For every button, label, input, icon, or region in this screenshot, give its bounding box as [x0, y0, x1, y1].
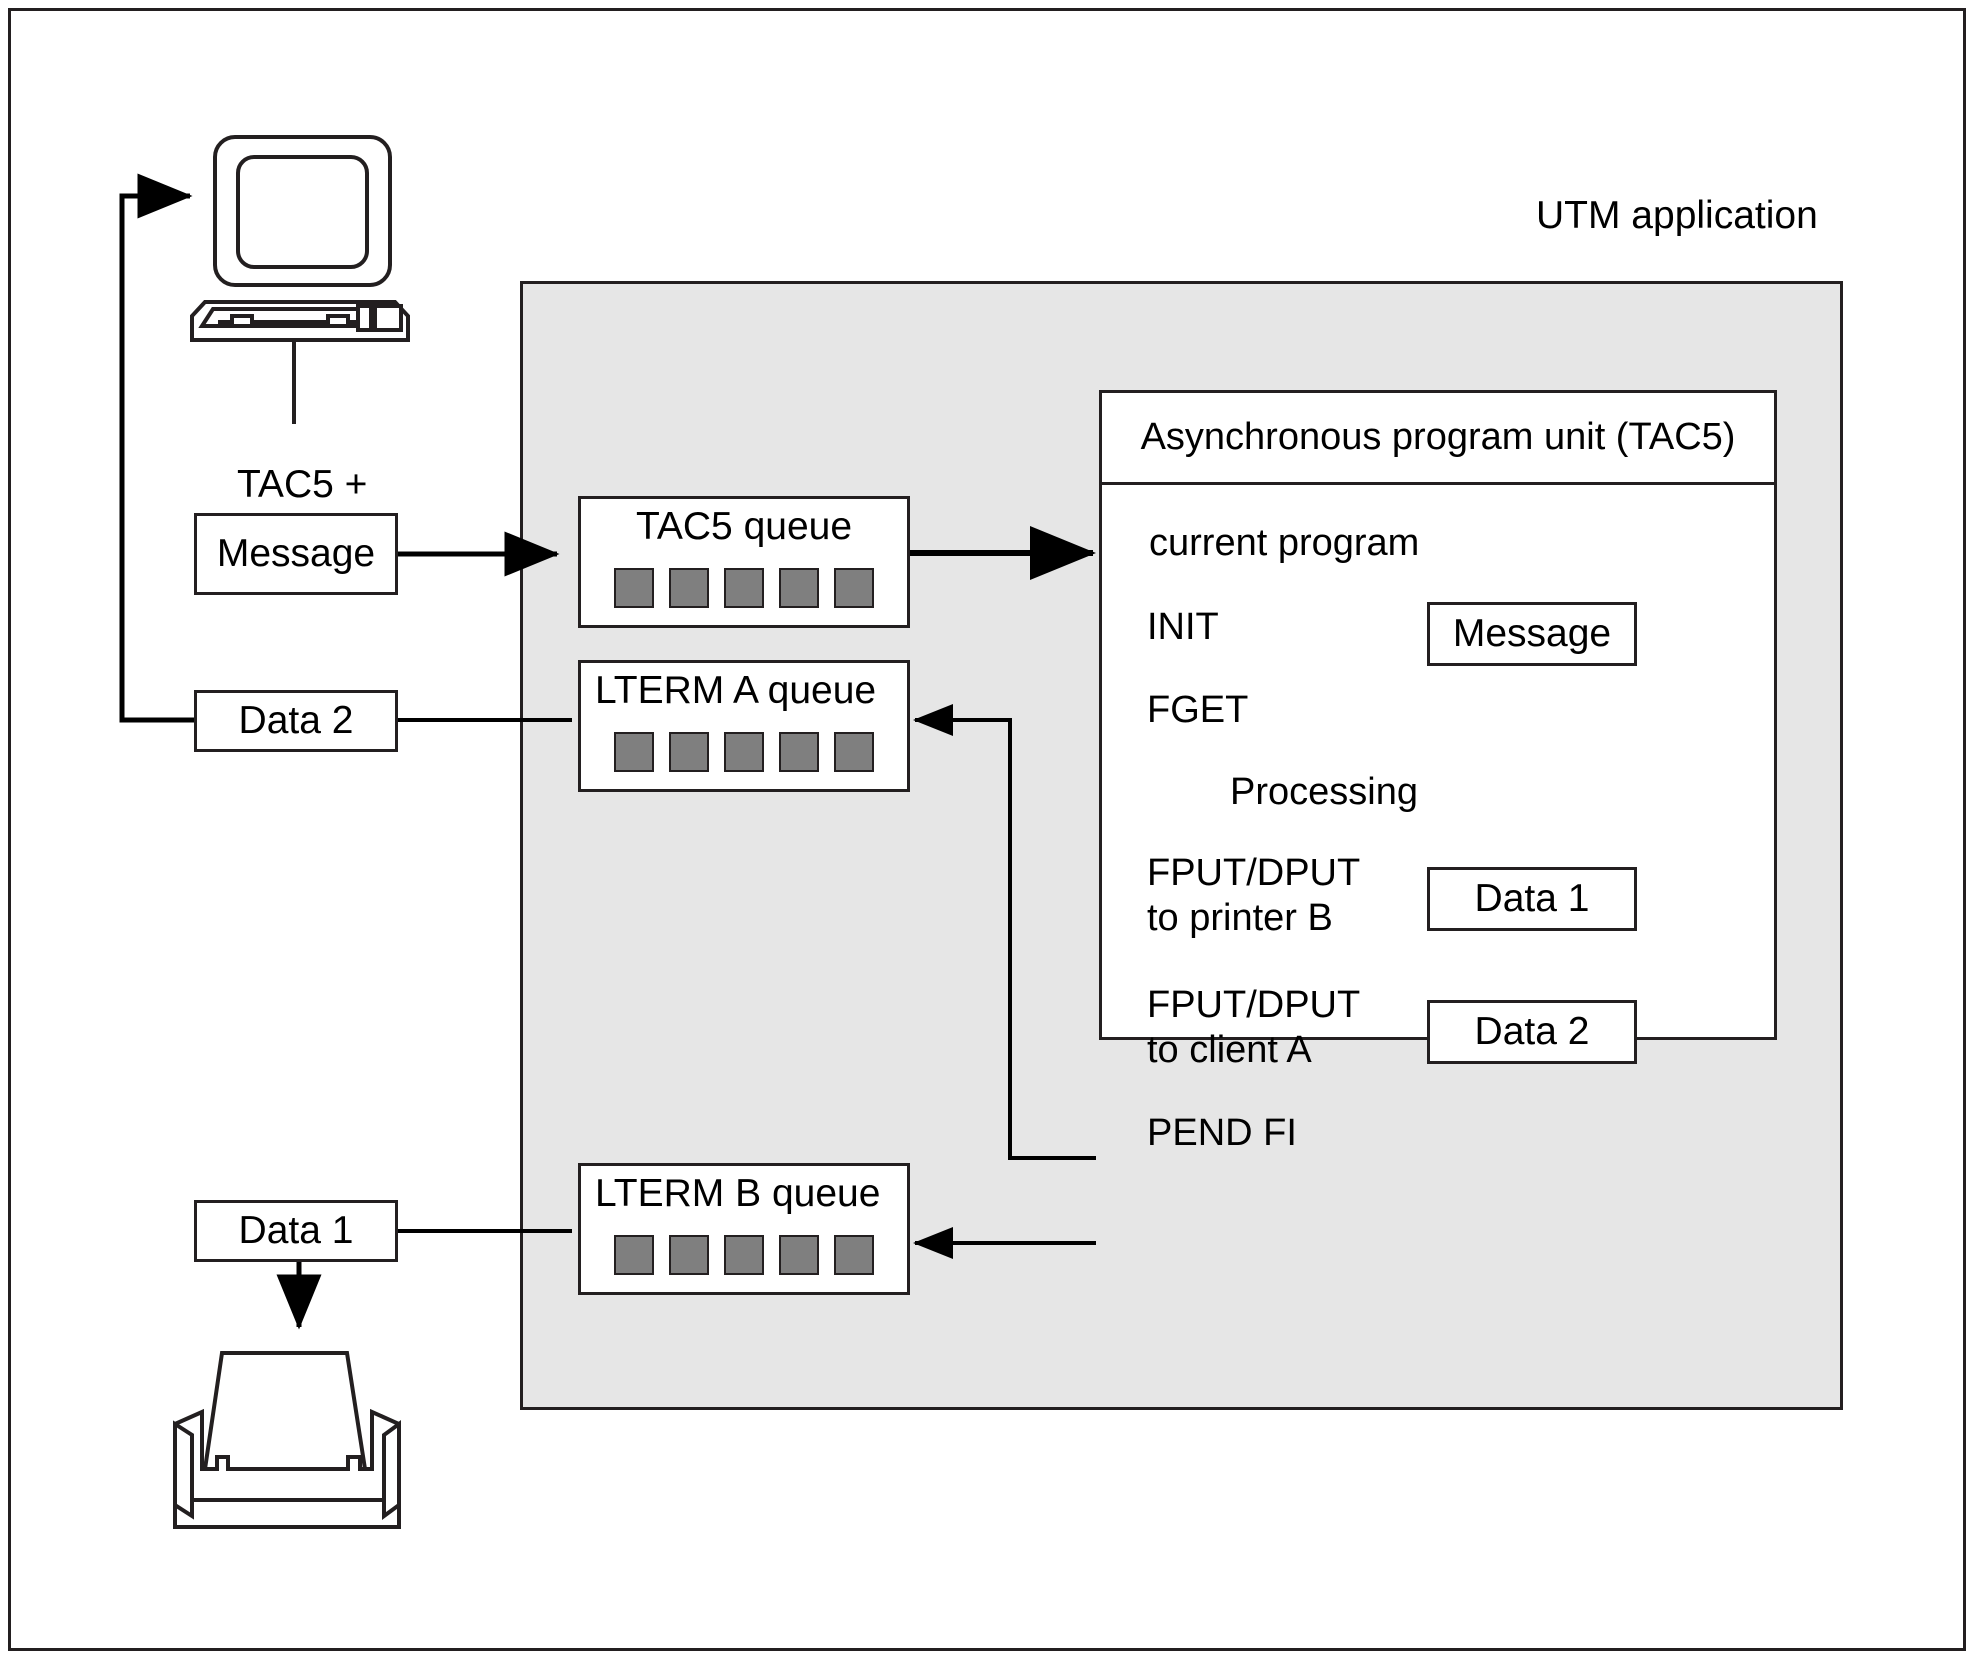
queue-slot — [669, 1235, 709, 1275]
asynchronous-program-unit-panel[interactable]: Asynchronous program unit (TAC5) current… — [1099, 390, 1777, 1154]
queue-slot — [779, 732, 819, 772]
queue-slot — [724, 732, 764, 772]
queue-slot — [614, 568, 654, 608]
left-data1-box[interactable]: Data 1 — [194, 1200, 398, 1262]
terminal-caption: TAC5 + — [237, 463, 368, 506]
queue-slot — [834, 1235, 874, 1275]
utm-application-label: UTM application — [1536, 194, 1818, 237]
program-unit-header: Asynchronous program unit (TAC5) — [1102, 393, 1774, 485]
queue-slot — [834, 732, 874, 772]
queue-slot — [724, 1235, 764, 1275]
queue-slot — [779, 568, 819, 608]
left-data2-box[interactable]: Data 2 — [194, 690, 398, 752]
program-step-processing: Processing — [1230, 771, 1418, 813]
tac5-queue-slots — [581, 568, 907, 608]
lterm-a-queue-label: LTERM A queue — [595, 669, 877, 712]
program-step-fput-dput-printer-b: FPUT/DPUT to printer B — [1147, 852, 1361, 939]
program-unit-data2-payload[interactable]: Data 2 — [1427, 1000, 1637, 1064]
lterm-a-queue[interactable]: LTERM A queue — [578, 660, 910, 792]
program-step-pend-fi: PEND FI — [1147, 1112, 1297, 1154]
queue-slot — [724, 568, 764, 608]
queue-slot — [614, 732, 654, 772]
lterm-b-queue[interactable]: LTERM B queue — [578, 1163, 910, 1295]
program-unit-message-payload[interactable]: Message — [1427, 602, 1637, 666]
program-step-current-program: current program — [1149, 522, 1420, 564]
queue-slot — [669, 732, 709, 772]
left-message-box[interactable]: Message — [194, 513, 398, 595]
program-unit-data1-payload[interactable]: Data 1 — [1427, 867, 1637, 931]
queue-slot — [779, 1235, 819, 1275]
tac5-queue[interactable]: TAC5 queue — [578, 496, 910, 628]
program-unit-title: Asynchronous program unit (TAC5) — [1140, 416, 1736, 458]
queue-slot — [614, 1235, 654, 1275]
lterm-b-queue-label: LTERM B queue — [595, 1172, 881, 1215]
queue-slot — [669, 568, 709, 608]
program-step-init: INIT — [1147, 606, 1219, 648]
program-step-fput-dput-client-a: FPUT/DPUT to client A — [1147, 984, 1361, 1071]
program-step-fget: FGET — [1147, 689, 1249, 731]
lterm-b-queue-slots — [581, 1235, 907, 1275]
queue-slot — [834, 568, 874, 608]
lterm-a-queue-slots — [581, 732, 907, 772]
tac5-queue-label: TAC5 queue — [635, 505, 853, 548]
